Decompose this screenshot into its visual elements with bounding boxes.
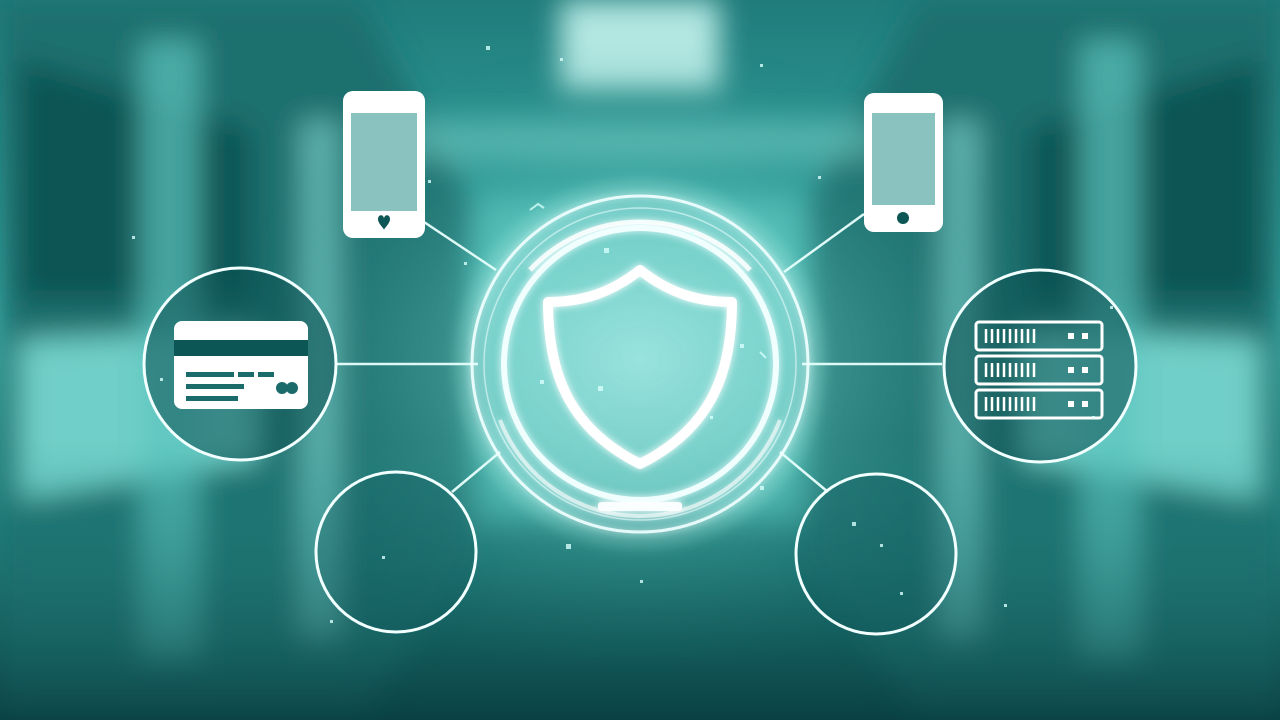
empty-node-bottom-left — [314, 470, 478, 634]
server-rack-icon — [974, 320, 1104, 420]
credit-card-icon — [174, 321, 308, 409]
smartphone-node-left — [343, 91, 425, 238]
smartphone-icon — [864, 93, 943, 232]
central-shield-hub — [456, 180, 824, 548]
empty-node-bottom-right — [794, 472, 958, 636]
credit-card-node — [142, 266, 338, 462]
smartphone-icon — [343, 91, 425, 238]
smartphone-node-right — [864, 93, 943, 232]
floating-particles — [132, 46, 1113, 623]
shield-icon — [543, 265, 737, 469]
server-node — [942, 268, 1138, 464]
